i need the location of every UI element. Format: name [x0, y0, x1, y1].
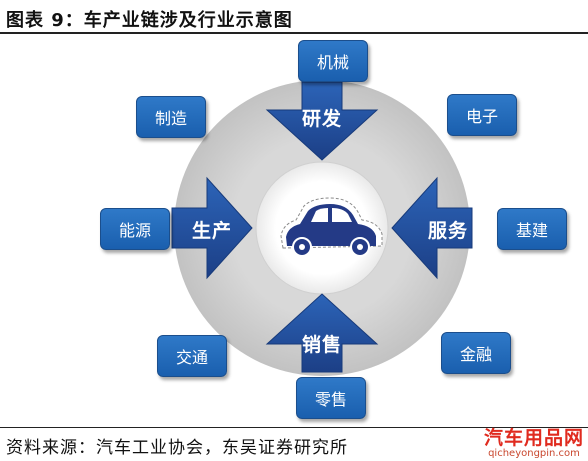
watermark: 汽车用品网 qicheyongpin.com: [484, 423, 584, 459]
box-machinery: 机械: [298, 40, 368, 82]
bottom-rule: [0, 427, 588, 428]
box-electronics: 电子: [447, 94, 517, 136]
car-icon: [280, 197, 383, 257]
figure-title: 图表 9：车产业链涉及行业示意图: [6, 10, 293, 31]
box-energy: 能源: [100, 208, 170, 250]
top-rule: [0, 32, 588, 34]
box-finance: 金融: [441, 332, 511, 374]
arrow-top: [265, 81, 379, 161]
arrow-bottom: [265, 293, 379, 373]
stage-label-production: 生产: [191, 220, 232, 242]
box-manufacturing: 制造: [136, 96, 206, 138]
box-infrastructure: 基建: [497, 208, 567, 250]
arrow-left: [171, 176, 253, 280]
arrow-right: [391, 176, 473, 280]
stage-label-sales: 销售: [301, 334, 342, 356]
stage-label-rd: 研发: [301, 108, 342, 130]
watermark-url: qicheyongpin.com: [488, 448, 580, 459]
watermark-brand: 汽车用品网: [484, 427, 585, 449]
source-note: 资料来源：汽车工业协会，东吴证券研究所: [6, 438, 348, 458]
stage-label-service: 服务: [427, 220, 468, 242]
box-retail: 零售: [296, 377, 366, 419]
box-transportation: 交通: [157, 335, 227, 377]
